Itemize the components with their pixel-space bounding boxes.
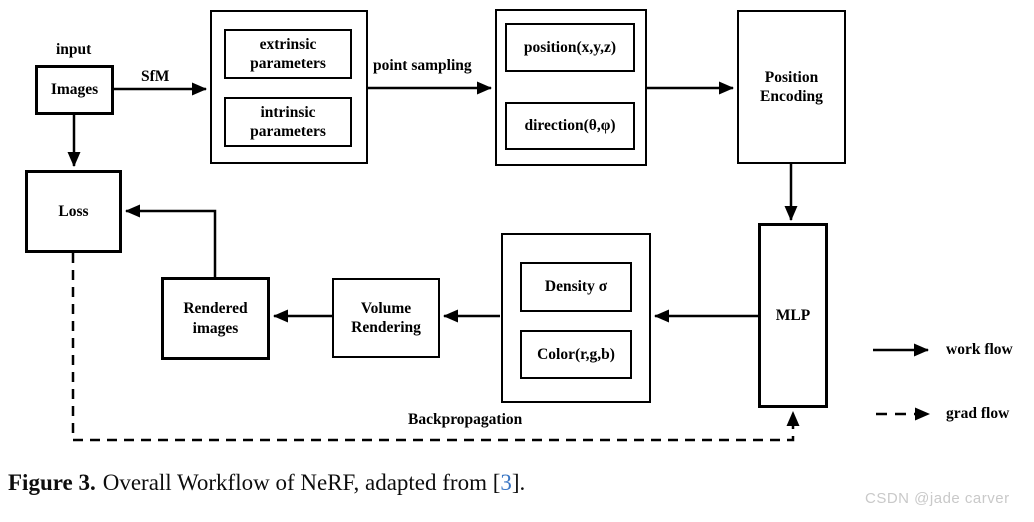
node-color-rgb: Color(r,g,b) (520, 330, 632, 379)
legend-grad-flow-label: grad flow (946, 405, 1010, 422)
node-extrinsic-parameters: extrinsic parameters (224, 29, 352, 79)
csdn-watermark: CSDN @jade carver (865, 490, 1010, 507)
node-intrinsic-parameters: intrinsic parameters (224, 97, 352, 147)
grad-flow-loss-to-mlp-dashed (71, 253, 800, 442)
backpropagation-label: Backpropagation (408, 411, 523, 428)
node-mlp: MLP (758, 223, 828, 408)
caption-figure-number: Figure 3. (8, 470, 96, 495)
caption-suffix: ]. (511, 470, 526, 495)
point-sampling-label: point sampling (373, 57, 472, 74)
sfm-label: SfM (141, 68, 170, 85)
node-density-sigma: Density σ (520, 262, 632, 312)
node-rendered-images: Rendered images (161, 277, 270, 360)
arrow-rendered-images-to-loss (125, 204, 217, 277)
caption-reference-link[interactable]: 3 (500, 470, 512, 495)
node-direction-theta-phi: direction(θ,φ) (505, 102, 635, 150)
caption-text: Overall Workflow of NeRF, adapted from [ (102, 470, 501, 495)
node-position-encoding: Position Encoding (737, 10, 846, 164)
node-position-xyz: position(x,y,z) (505, 23, 635, 72)
node-images: Images (35, 65, 114, 115)
input-label: input (56, 41, 92, 58)
node-volume-rendering: Volume Rendering (332, 278, 440, 358)
node-loss: Loss (25, 170, 122, 253)
legend-work-flow-label: work flow (946, 341, 1013, 358)
figure-caption: Figure 3.Overall Workflow of NeRF, adapt… (8, 470, 525, 496)
